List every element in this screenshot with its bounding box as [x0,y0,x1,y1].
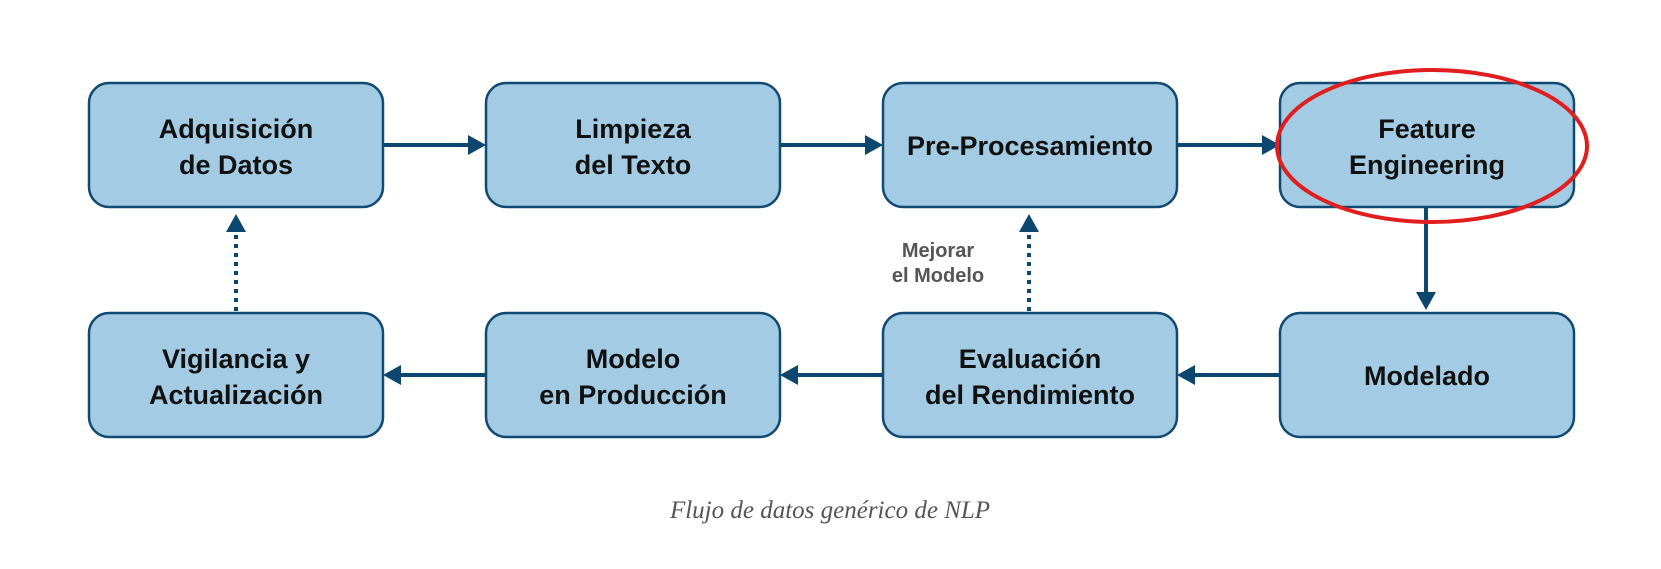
node-vigilancia: Vigilancia y Actualización [87,311,385,439]
arrow-preprocesamiento-to-feature [1177,135,1280,155]
node-label: Adquisición [159,114,314,144]
arrow-modelado-to-evaluacion [1177,365,1280,385]
node-preprocesamiento: Pre-Procesamiento [881,81,1179,209]
feedback-note: Mejorar el Modelo [892,240,984,287]
note-label: el Modelo [892,265,984,287]
highlight-ellipse [1275,68,1589,224]
note-label: Mejorar [902,240,974,262]
node-produccion: Modelo en Producción [484,311,782,439]
node-label: Evaluación [959,344,1102,374]
connectors [226,135,1436,385]
node-label: del Texto [575,150,692,180]
arrow-evaluacion-to-produccion [780,365,883,385]
node-evaluacion: Evaluación del Rendimiento [881,311,1179,439]
node-label: en Producción [539,380,727,410]
node-label: Modelo [586,344,681,374]
node-modelado: Modelado [1278,311,1576,439]
node-label: Pre-Procesamiento [907,131,1153,161]
dotted-arrow-vigilancia-to-adquisicion [226,214,246,311]
node-label: de Datos [179,150,293,180]
arrow-limpieza-to-preprocesamiento [780,135,883,155]
node-label: del Rendimiento [925,380,1135,410]
node-adquisicion: Adquisición de Datos [87,81,385,209]
node-label: Vigilancia y [162,344,310,374]
arrow-adquisicion-to-limpieza [383,135,486,155]
node-limpieza: Limpieza del Texto [484,81,782,209]
node-label: Modelado [1364,361,1490,391]
dotted-arrow-evaluacion-to-preprocesamiento [1019,214,1039,311]
node-label: Engineering [1349,150,1505,180]
node-label: Feature [1378,114,1476,144]
node-feature-engineering: Feature Engineering [1278,81,1576,209]
node-label: Limpieza [575,114,692,144]
arrow-produccion-to-vigilancia [383,365,486,385]
node-label: Actualización [149,380,323,410]
figure-caption: Flujo de datos genérico de NLP [669,497,990,524]
